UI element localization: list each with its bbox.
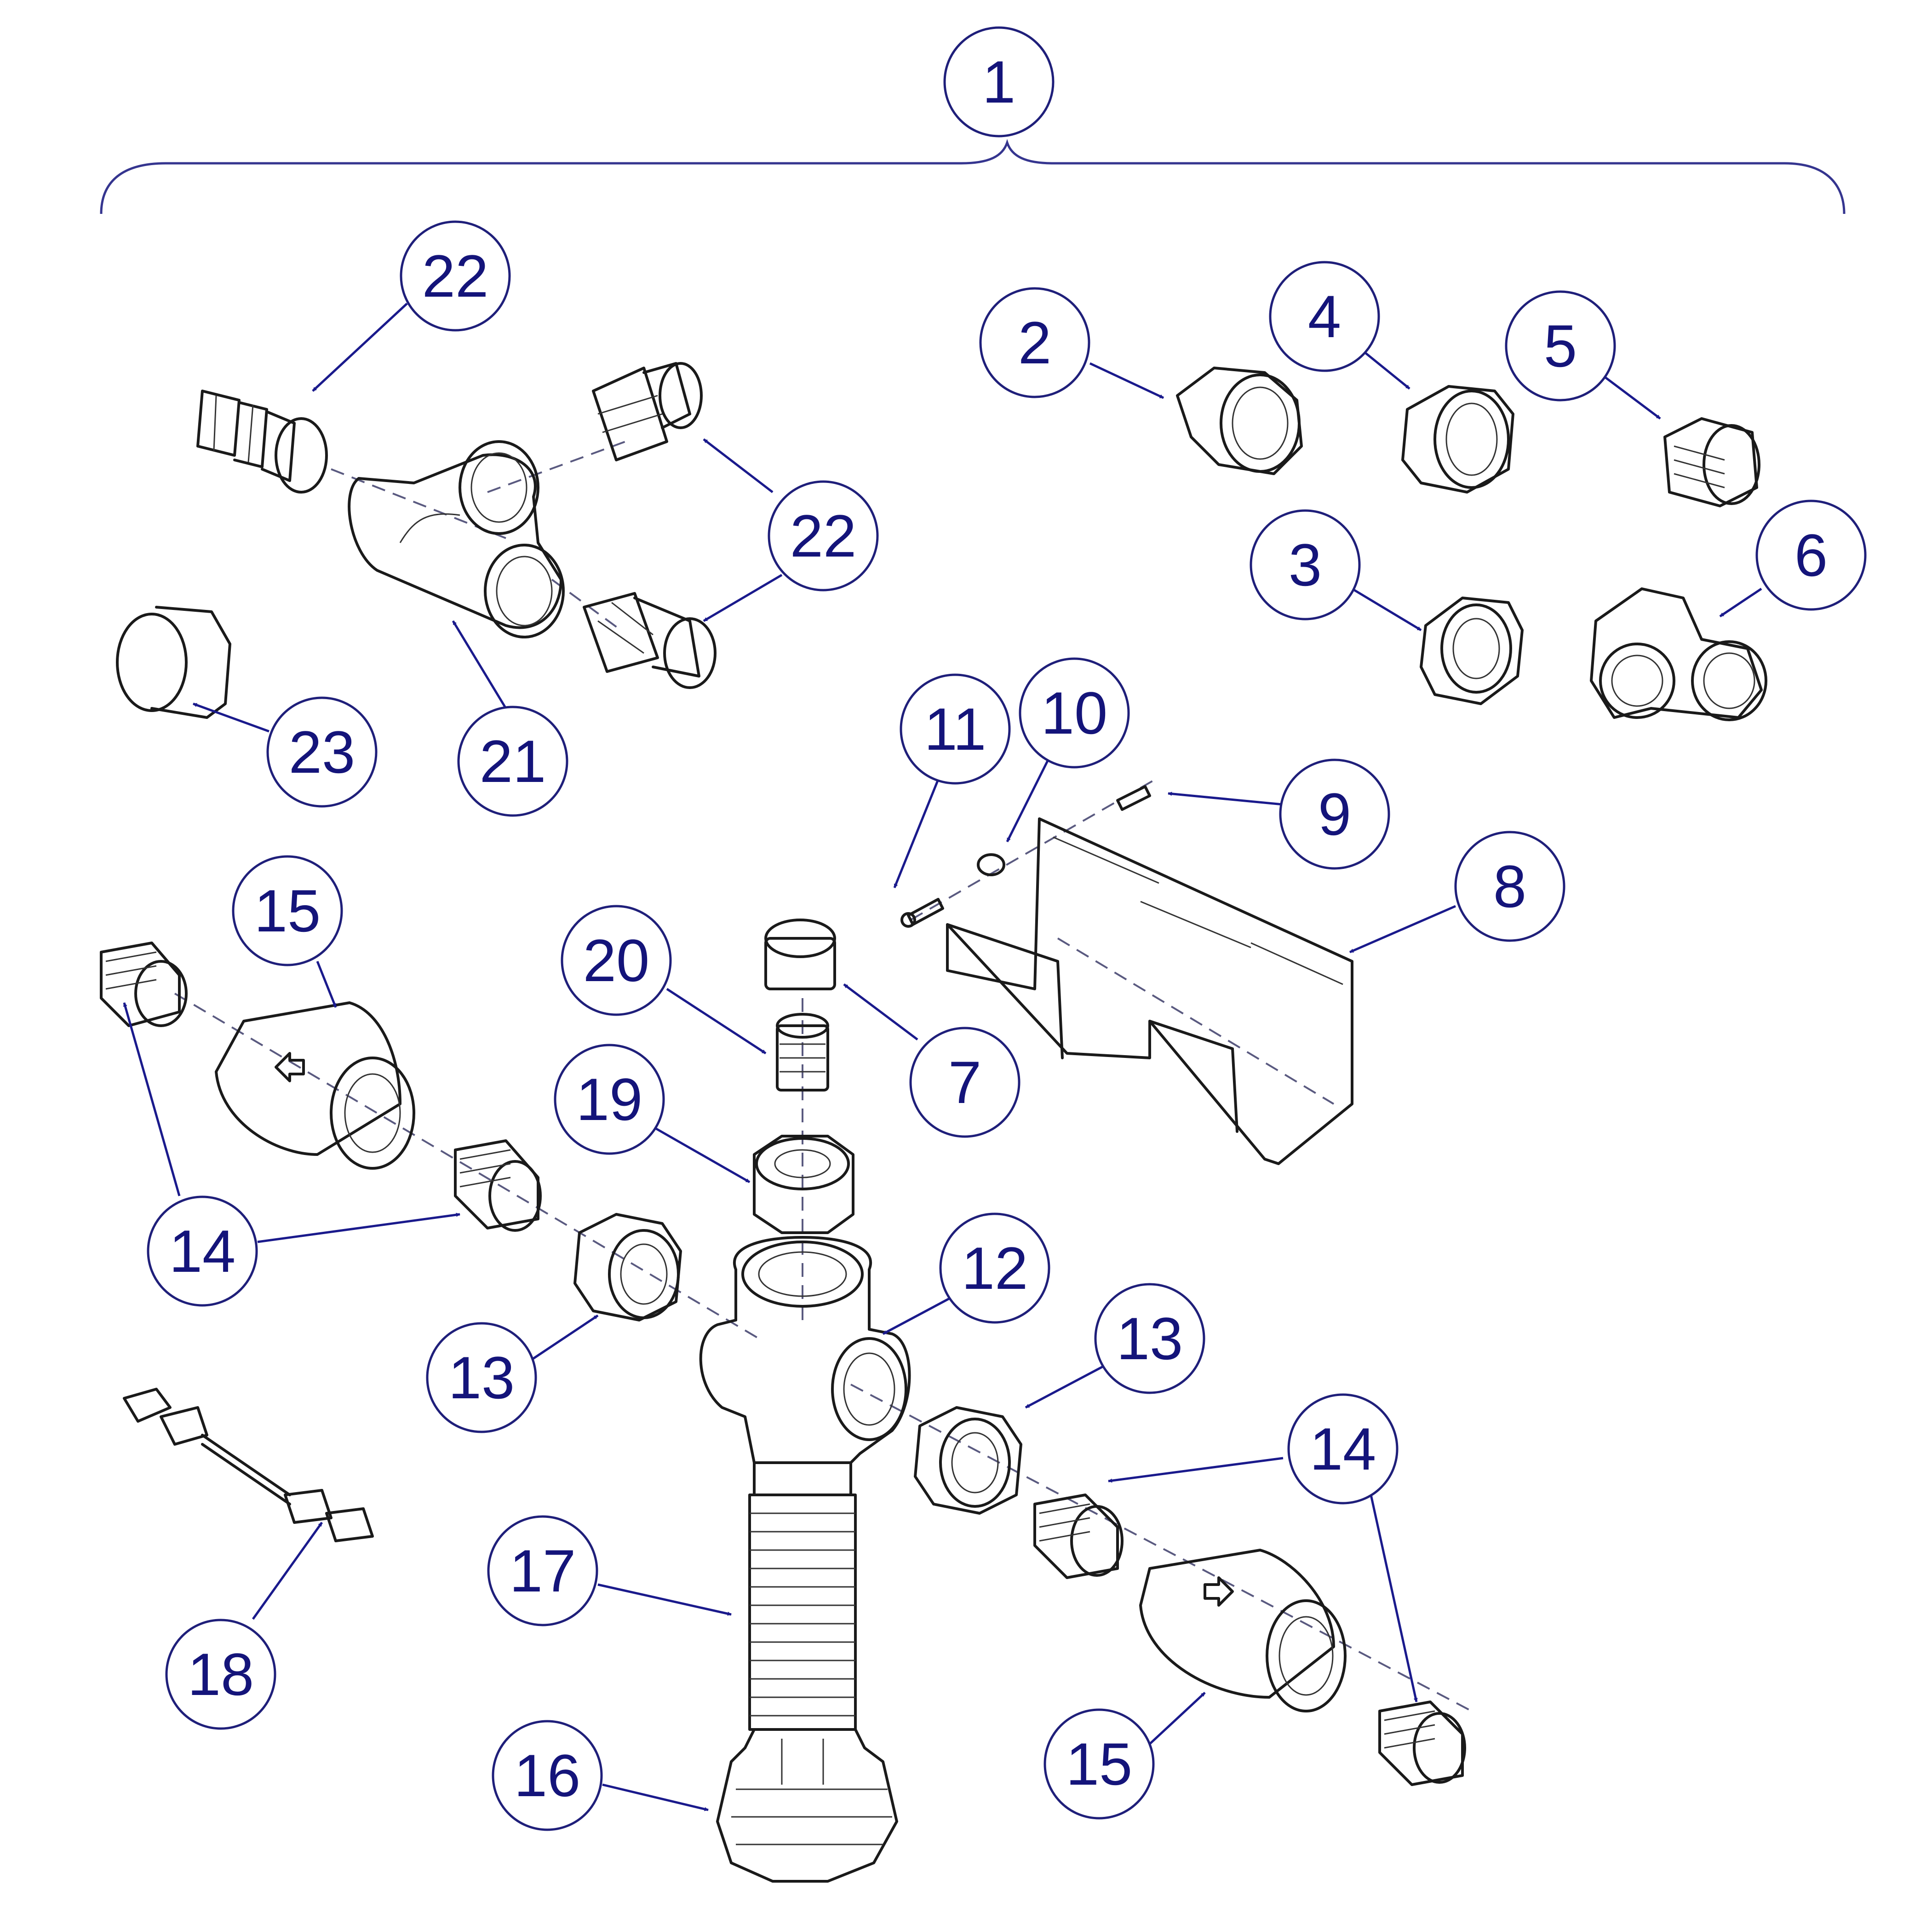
callout-5: 5: [1505, 290, 1616, 402]
callout-8: 8: [1454, 831, 1565, 942]
part-13-bushing-left: [573, 1213, 682, 1321]
part-19-hex-bushing: [753, 1135, 854, 1234]
svg-text:23: 23: [289, 718, 355, 786]
part-3-bushing: [1420, 597, 1524, 705]
svg-text:3: 3: [1289, 531, 1322, 598]
leader-arrows: [123, 303, 1762, 1811]
callout-13-right: 13: [1094, 1283, 1205, 1394]
svg-text:22: 22: [790, 502, 857, 569]
part-2-reducer-coupling: [1176, 367, 1303, 475]
part-17-flex-hose: [748, 1461, 857, 1731]
part-6-tee-fitting: [1590, 587, 1767, 721]
svg-text:13: 13: [448, 1344, 515, 1411]
part-22-hose-barb-right-top: [592, 362, 703, 461]
callout-19: 19: [554, 1044, 665, 1155]
part-18-tubing-assembly: [123, 1388, 374, 1542]
callout-bubbles: 1 2 3 4 5 6 7 8 9 10 11 12 13 13 14 14 1…: [147, 26, 1867, 1831]
callout-22-top: 22: [400, 220, 511, 332]
part-7-cap: [764, 919, 836, 990]
callout-23: 23: [266, 696, 378, 808]
part-11-screw: [900, 898, 944, 928]
callout-22-right: 22: [768, 480, 879, 592]
callout-14-right: 14: [1287, 1393, 1399, 1505]
part-9-screw: [1116, 785, 1151, 811]
svg-text:17: 17: [510, 1537, 576, 1604]
part-14-nipple-left-outer: [100, 942, 188, 1027]
callout-15-right: 15: [1043, 1708, 1155, 1820]
svg-text:15: 15: [1066, 1730, 1133, 1798]
callout-12: 12: [939, 1212, 1050, 1324]
callout-11: 11: [900, 673, 1011, 785]
svg-text:10: 10: [1041, 679, 1108, 747]
callout-18: 18: [165, 1619, 276, 1730]
part-13-bushing-right: [914, 1406, 1022, 1515]
svg-text:12: 12: [962, 1235, 1028, 1302]
part-22-hose-barb-upper: [196, 390, 328, 494]
part-5-nipple: [1663, 417, 1760, 507]
part-15-check-valve-left: [215, 1001, 415, 1170]
callout-4: 4: [1269, 261, 1380, 372]
svg-text:14: 14: [1310, 1415, 1376, 1482]
callout-7: 7: [909, 1027, 1020, 1138]
svg-text:15: 15: [254, 877, 321, 944]
part-14-nipple-right-outer: [1378, 1700, 1466, 1786]
callout-10: 10: [1019, 657, 1130, 769]
svg-text:14: 14: [169, 1218, 236, 1285]
svg-text:6: 6: [1794, 522, 1828, 589]
svg-text:20: 20: [583, 927, 650, 994]
part-15-check-valve-right: [1139, 1549, 1347, 1712]
part-20-close-nipple: [776, 1013, 829, 1092]
svg-text:21: 21: [480, 728, 546, 795]
part-4-hex-bushing: [1401, 385, 1514, 494]
part-21-pipe-tee: [348, 440, 565, 638]
svg-text:13: 13: [1117, 1305, 1183, 1372]
svg-text:9: 9: [1318, 781, 1351, 848]
callout-13-left: 13: [426, 1322, 537, 1433]
callout-21: 21: [457, 706, 568, 817]
assembly-bracket: [100, 139, 1846, 214]
callout-9: 9: [1279, 758, 1390, 870]
callout-3: 3: [1250, 509, 1361, 620]
callout-14-left: 14: [147, 1195, 258, 1307]
svg-text:11: 11: [924, 695, 986, 763]
svg-text:1: 1: [982, 48, 1015, 115]
svg-text:19: 19: [576, 1066, 643, 1133]
svg-text:8: 8: [1493, 853, 1526, 920]
part-14-nipple-right-inner: [1033, 1494, 1124, 1579]
part-23-adapter: [116, 606, 231, 719]
callout-17: 17: [487, 1515, 598, 1626]
svg-text:7: 7: [948, 1049, 981, 1116]
callout-2: 2: [979, 287, 1090, 398]
svg-text:4: 4: [1308, 283, 1341, 350]
callout-20: 20: [561, 905, 672, 1016]
part-14-nipple-left-inner: [454, 1139, 542, 1232]
callout-15-left: 15: [232, 855, 343, 966]
svg-text:22: 22: [422, 242, 489, 310]
svg-text:5: 5: [1544, 312, 1577, 379]
svg-text:18: 18: [188, 1641, 254, 1708]
assembly-axes: [174, 441, 1472, 1712]
part-10-washer: [977, 853, 1005, 876]
callout-16: 16: [492, 1720, 603, 1831]
part-16-union-nut: [716, 1728, 898, 1883]
svg-text:16: 16: [514, 1742, 581, 1809]
callout-6: 6: [1755, 500, 1867, 611]
part-8-mounting-bracket: [946, 817, 1353, 1165]
part-12-cross-body: [699, 1236, 911, 1464]
svg-text:2: 2: [1018, 309, 1051, 376]
callout-1: 1: [943, 26, 1055, 138]
part-22-hose-barb-right-bottom: [583, 592, 717, 689]
